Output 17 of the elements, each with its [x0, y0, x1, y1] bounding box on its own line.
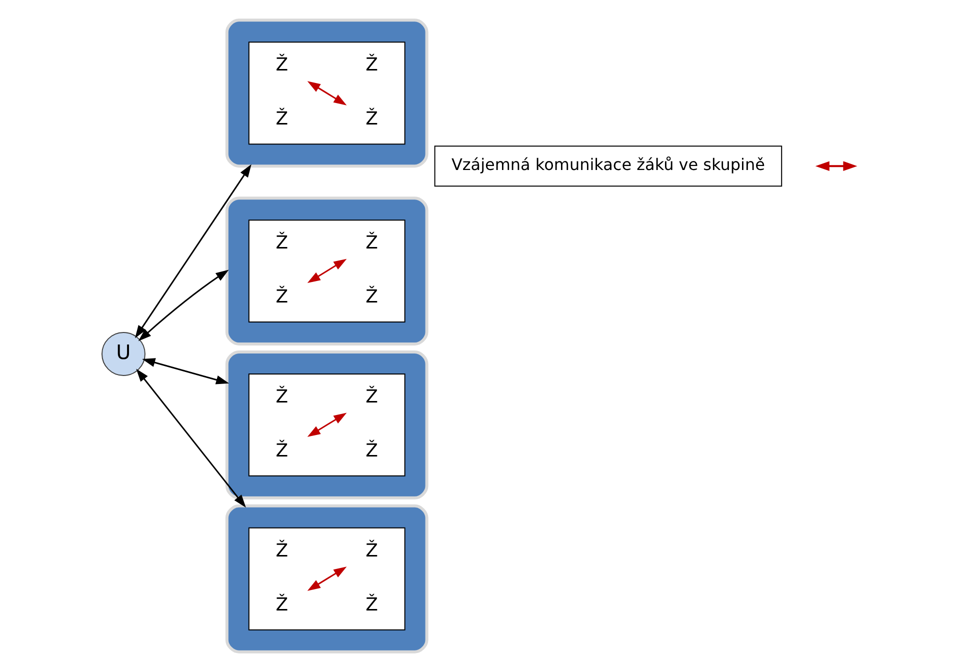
node-text: Ž [276, 440, 288, 462]
node-text: Ž [366, 232, 378, 254]
node-text: Ž [276, 540, 288, 562]
node-text: Ž [276, 594, 288, 616]
node-text: Ž [276, 286, 288, 308]
node-text: Ž [366, 386, 378, 408]
node-text: Ž [366, 540, 378, 562]
node-text: Ž [366, 440, 378, 462]
node-text: Ž [276, 54, 288, 76]
node-text: Ž [366, 108, 378, 130]
legend-label: Vzájemná komunikace žáků ve skupině [451, 154, 765, 174]
node-text: Ž [366, 594, 378, 616]
node-text: Ž [276, 108, 288, 130]
node-text: Ž [276, 232, 288, 254]
node-text: Ž [366, 286, 378, 308]
node-text: Ž [276, 386, 288, 408]
node-text: Ž [366, 54, 378, 76]
